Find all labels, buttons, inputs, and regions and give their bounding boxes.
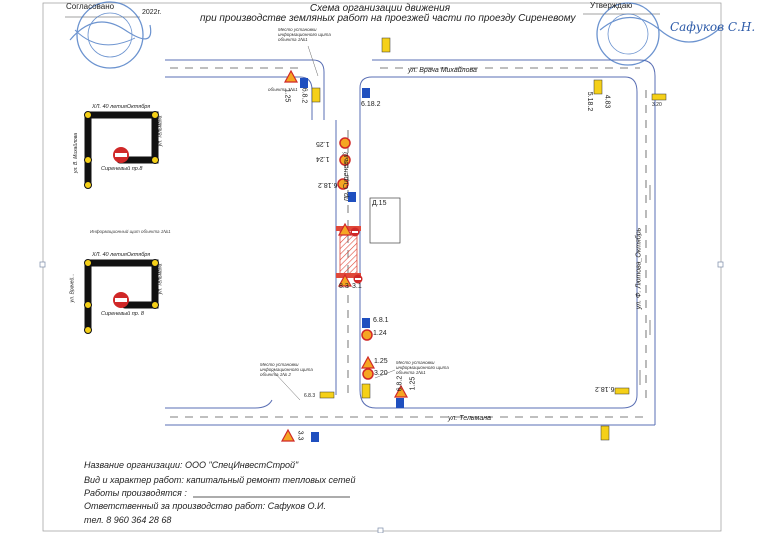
mini-map-1-no-entry-icon: [113, 147, 129, 163]
frame-handle-bottom[interactable]: [377, 527, 384, 533]
stamp-left: [69, 1, 152, 69]
sign-label-14: 1.25: [374, 358, 388, 365]
round-signs: [337, 137, 374, 380]
info-works-period: Работы производятся :: [84, 488, 187, 498]
street-right: ул. Ф. Лютова_Октябрь: [635, 227, 643, 310]
note-info-board-left: Место установки информационного щита объ…: [260, 362, 313, 377]
approved-label: Утверждаю: [590, 1, 633, 10]
sign-label-20: 3.3: [296, 430, 304, 441]
info-board-markers: [311, 37, 667, 441]
note-info-board-right: Место установки информационного щита объ…: [396, 360, 449, 375]
road-top: [165, 59, 640, 120]
mini-map-2-no-entry-icon: [113, 292, 129, 308]
lane-markings: [170, 67, 647, 418]
mini-map-1-site: Сиреневый пр.8: [101, 166, 143, 172]
agreed-label: Согласовано: [66, 2, 115, 11]
stamp-right: [596, 2, 721, 66]
mini-map-1-right-street: ул. Тельмана: [157, 115, 164, 147]
sign-label-7: 3.20: [652, 102, 662, 108]
note-top-left: объекта 1№1: [268, 87, 298, 92]
building-d15: [369, 197, 401, 244]
sign-label-13: 1.24: [373, 330, 387, 337]
direction-arrows: [639, 185, 651, 385]
building-label: Д.15: [372, 200, 387, 207]
mini-map-1-left-street: ул. В. Михайлова: [73, 133, 79, 173]
sign-label-19: 6.8.3: [304, 393, 316, 399]
sign-label-17: 1.25: [409, 376, 417, 391]
mini-map-2-right-street: ул. Тельмана: [157, 263, 164, 295]
sign-label-18: 6.18.2: [595, 385, 615, 392]
frame-handle-left[interactable]: [39, 261, 46, 268]
mini-map-1-nodes: [84, 111, 159, 189]
sign-label-3: 8.3: [339, 283, 349, 290]
mini-map-1-top-street: ХЛ. 40 летияОктября: [92, 104, 151, 110]
blue-signs: [300, 78, 404, 442]
sign-label-16: 6.8.2: [396, 375, 404, 392]
barrier-bottom: [336, 273, 361, 278]
sign-label-9: 1.24: [316, 155, 330, 162]
info-responsible: Ответственный за производство работ: Саф…: [84, 501, 326, 511]
road-right: [376, 59, 656, 425]
street-bottom: ул. Тельмана: [448, 415, 492, 422]
mini-map-2-left-street: ул. Врачей...: [69, 273, 76, 303]
sign-label-15: 3.20: [374, 370, 388, 377]
page-title: Схема организации движения: [309, 3, 451, 14]
agreed-year: 2022г.: [142, 9, 162, 16]
mini-map-2-nodes: [84, 259, 159, 334]
road-bottom: [165, 399, 655, 426]
road-middle: [335, 120, 377, 409]
warning-signs: [280, 69, 409, 442]
info-work-type: Вид и характер работ: капитальный ремонт…: [84, 475, 356, 485]
sign-label-8: 1.25: [316, 140, 330, 147]
sign-label-11: 3.1: [352, 283, 362, 290]
barrier-top: [336, 226, 361, 231]
info-organization: Название организации: ООО "СпецИнвестСтр…: [84, 460, 299, 470]
street-top: ул. Врача Михайлова: [408, 67, 477, 74]
note-info-board-top: Место установки информационного щита объ…: [278, 27, 331, 42]
page-frame: [42, 2, 722, 532]
mini-map-2-site: Сиреневый пр. 8: [101, 311, 144, 317]
mini-map-2-top-street: ХЛ. 40 летияОктября: [92, 252, 151, 258]
sign-label-5: 5.18.2: [586, 91, 594, 112]
info-phone: тел. 8 960 364 28 68: [84, 515, 172, 525]
sign-label-6: 4.83: [603, 94, 611, 109]
leader-lines: [271, 45, 396, 401]
page-subtitle: при производстве земляных работ на проез…: [200, 13, 576, 24]
mini-map-2-caption: Информационный щит объекта 1№1: [90, 229, 171, 234]
work-zone: [339, 229, 358, 276]
sign-label-4: 6.18.2: [361, 101, 381, 108]
frame-handle-right[interactable]: [717, 261, 724, 268]
sign-label-12: 6.8.1: [373, 317, 389, 324]
sign-label-10: 6.18.2: [318, 181, 338, 188]
street-middle: пр. Сиреневый: [342, 152, 350, 201]
signature: Сафуков С.Н.: [670, 20, 756, 34]
